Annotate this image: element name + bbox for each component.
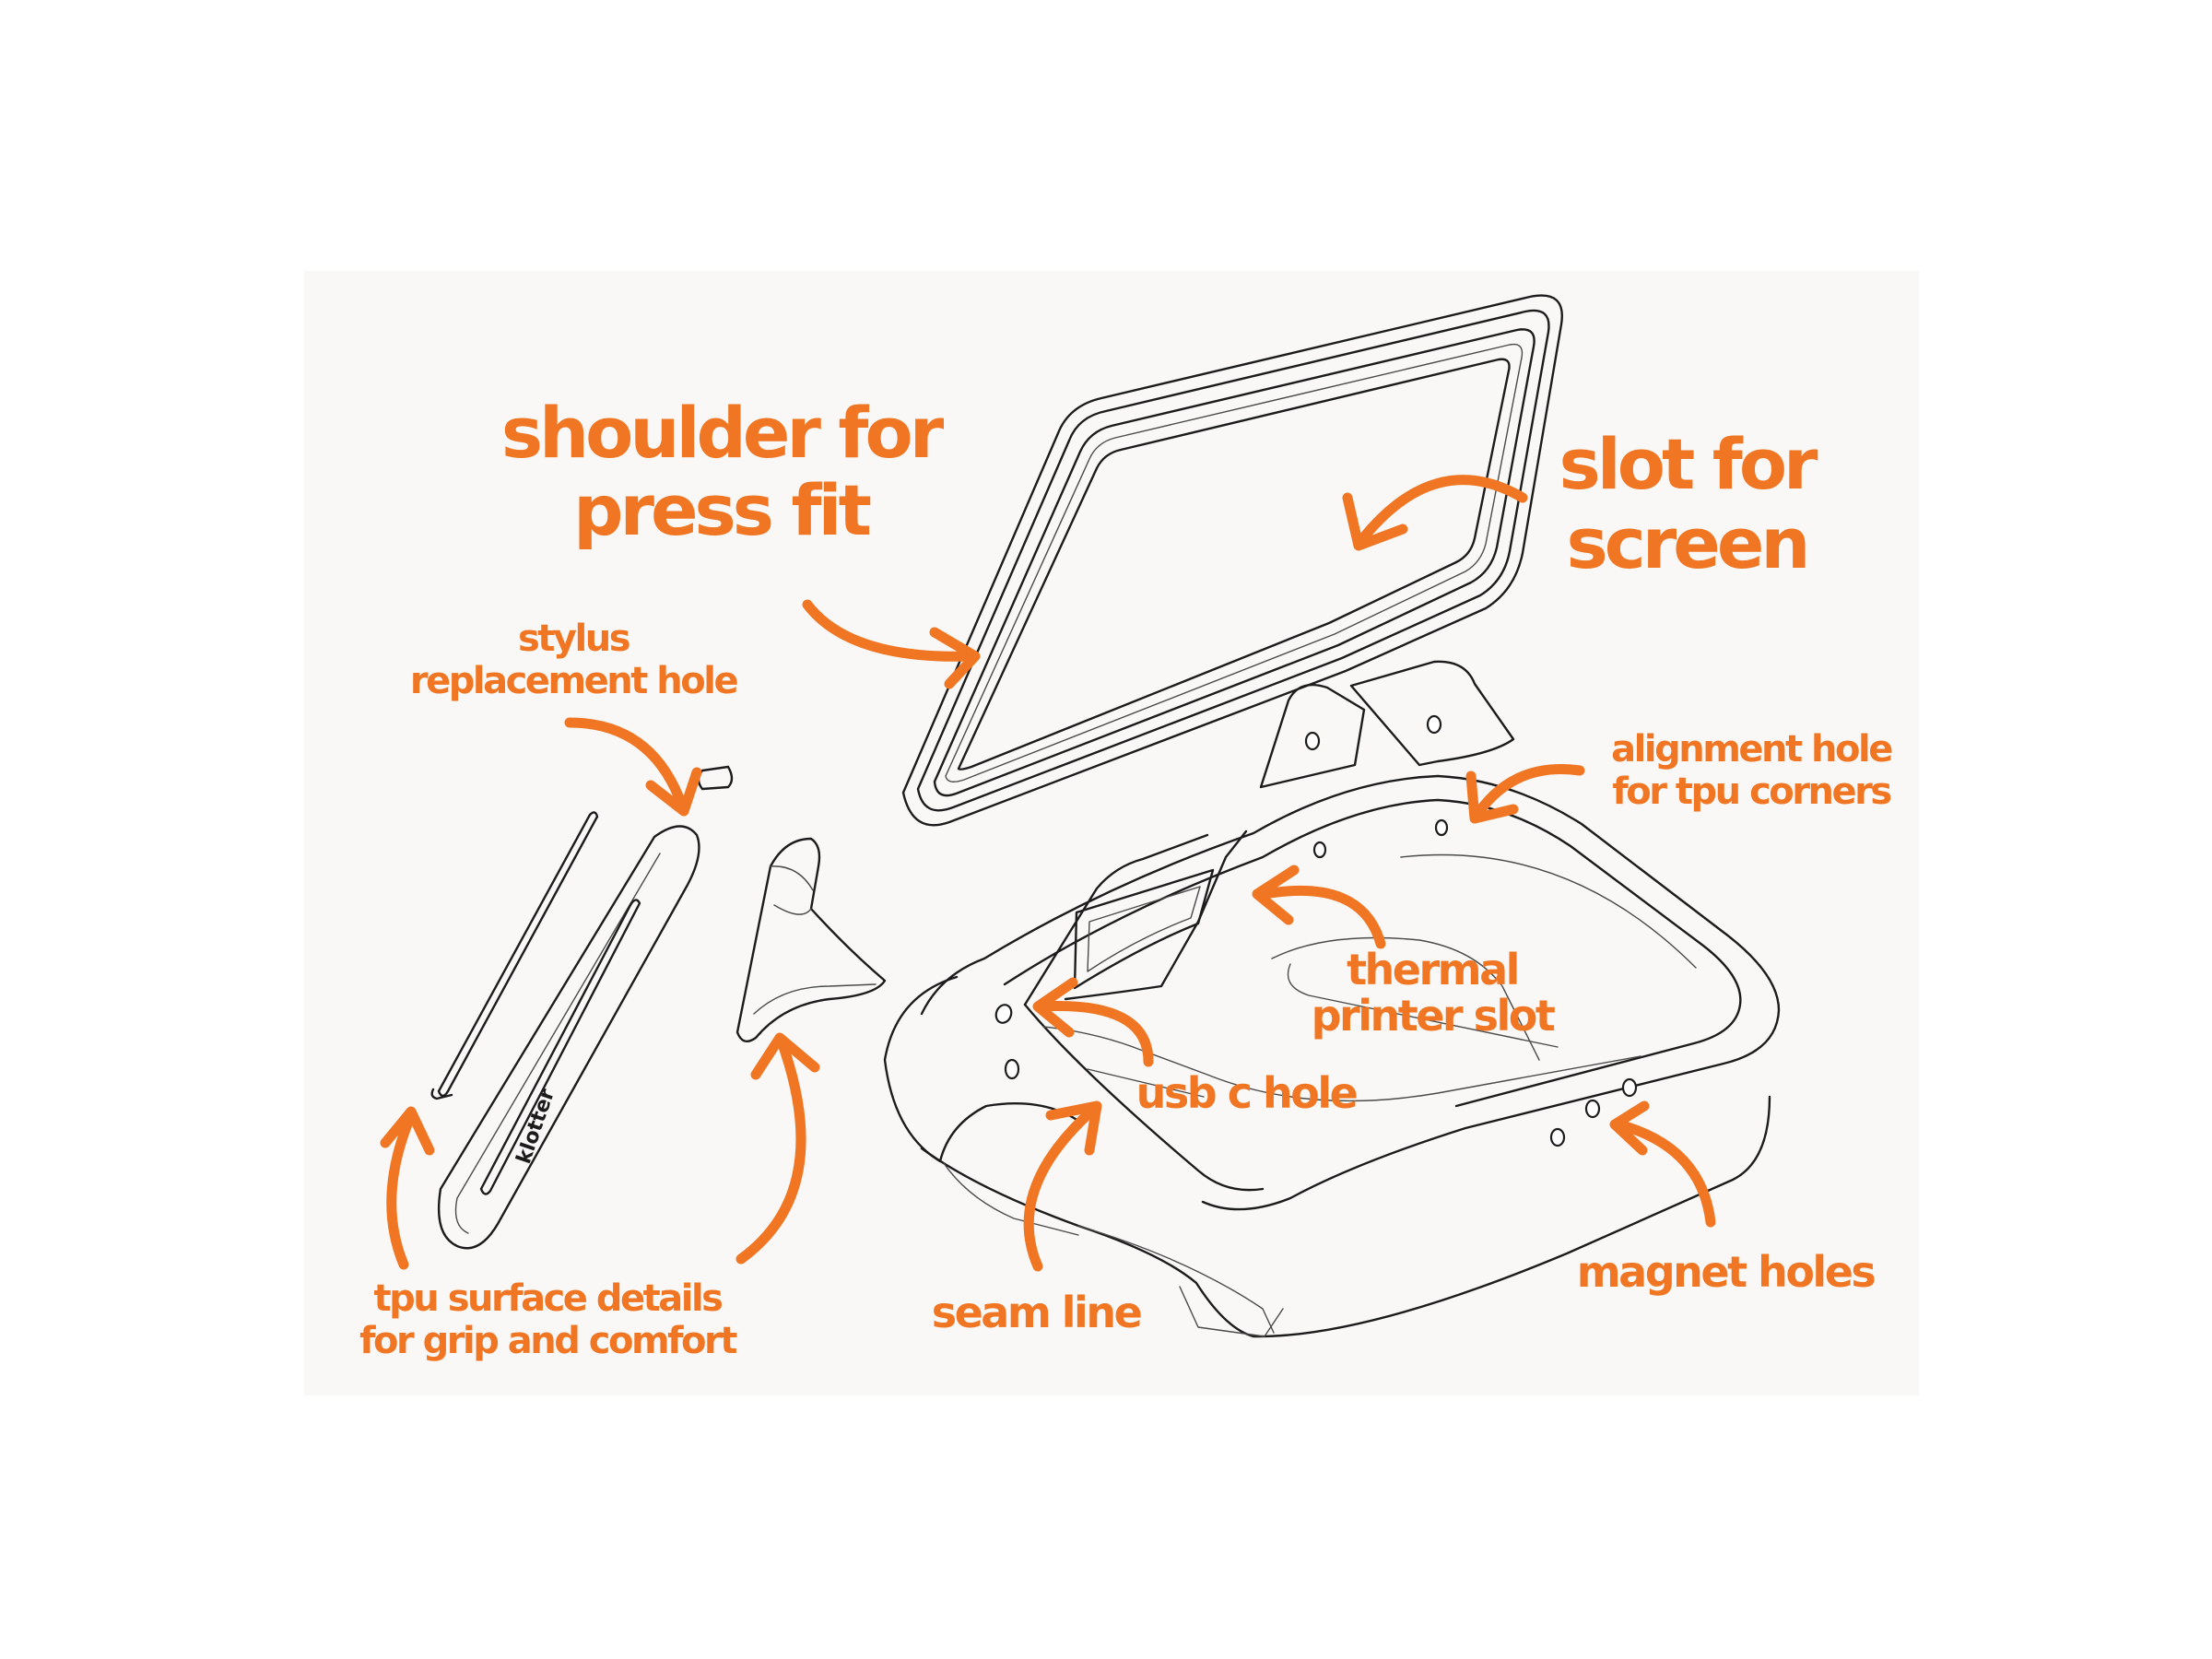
- label-shoulder-line1: shoulder for: [501, 392, 945, 474]
- label-tpu-line1: tpu surface details: [374, 1277, 723, 1320]
- paper-panel: [304, 271, 1919, 1395]
- label-alignment-line2: for tpu corners: [1612, 771, 1890, 813]
- arrow-tpu-left: [386, 1110, 417, 1270]
- screen-frame: [901, 294, 1563, 827]
- label-stylus-line2: replacement hole: [410, 660, 738, 702]
- label-usb: usb c hole: [1136, 1068, 1357, 1118]
- arrow-seam: [1023, 1104, 1099, 1272]
- arrow-alignment: [1473, 764, 1585, 818]
- arrow-magnet: [1613, 1119, 1716, 1228]
- base-body: [883, 774, 1781, 1338]
- label-tpu-line2: for grip and comfort: [359, 1320, 737, 1362]
- arrow-tpu-right: [735, 1036, 806, 1265]
- label-stylus-line1: stylus: [518, 618, 629, 660]
- label-slot-screen-line1: slot for: [1559, 423, 1818, 505]
- label-shoulder-line2: press fit: [573, 469, 870, 551]
- hinge-brackets: [1259, 660, 1515, 789]
- arrow-stylus: [564, 717, 688, 811]
- tpu-corner: [735, 837, 887, 1043]
- label-thermal-line1: thermal: [1347, 945, 1518, 994]
- arrow-slot-screen: [1353, 475, 1528, 549]
- arrow-shoulder: [802, 599, 975, 662]
- label-alignment-line1: alignment hole: [1611, 728, 1892, 771]
- label-magnet: magnet holes: [1577, 1247, 1876, 1297]
- annotation-arrows: [380, 475, 1716, 1272]
- label-slot-screen-line2: screen: [1567, 502, 1807, 584]
- label-thermal-line2: printer slot: [1312, 991, 1555, 1041]
- arrow-usb: [1036, 1001, 1154, 1067]
- label-seam: seam line: [932, 1288, 1141, 1337]
- arrow-thermal: [1259, 885, 1386, 949]
